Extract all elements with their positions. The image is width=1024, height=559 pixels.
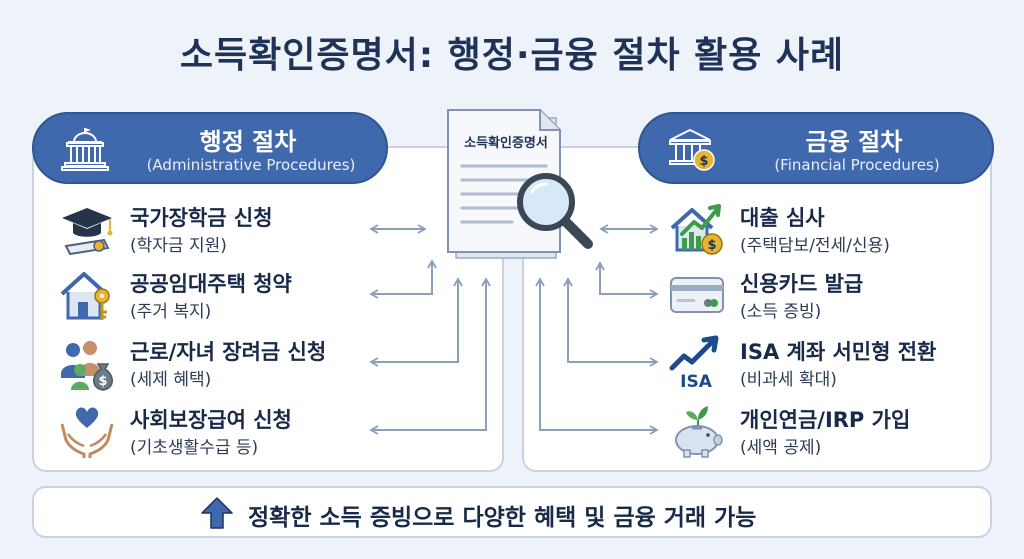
- finance-item-sub: (소득 증빙): [740, 302, 822, 322]
- svg-text:$: $: [699, 154, 708, 169]
- admin-item-sub: (기초생활수급 등): [130, 438, 259, 458]
- connector-admin-2: [369, 259, 437, 299]
- admin-item-title: 공공임대주택 청약: [130, 272, 292, 296]
- up-arrow-icon: [201, 497, 233, 529]
- admin-item-title: 국가장학금 신청: [130, 206, 273, 230]
- connector-admin-4: [369, 277, 491, 435]
- house-key-icon: [60, 272, 110, 320]
- admin-item-sub: (세제 혜택): [130, 370, 212, 390]
- connector-fin-4: [535, 277, 659, 435]
- footer-banner: 정확한 소득 증빙으로 다양한 혜택 및 금융 거래 가능: [32, 486, 992, 538]
- finance-item-sub: (세액 공제): [740, 438, 822, 458]
- admin-item-title: 사회보장급여 신청: [130, 408, 292, 432]
- connector-fin-3: [563, 277, 659, 367]
- finance-item-title: 개인연금/IRP 가입: [740, 408, 911, 432]
- admin-item-sub: (학자금 지원): [130, 236, 227, 256]
- finance-title: 금융 절차: [805, 128, 903, 156]
- finance-item-sub: (주택담보/전세/신용): [740, 236, 890, 256]
- connector-admin-3: [369, 277, 463, 367]
- house-growth-icon: $: [670, 204, 723, 255]
- admin-item-title: 근로/자녀 장려금 신청: [130, 340, 327, 364]
- finance-subtitle: (Financial Procedures): [774, 156, 940, 174]
- admin-subtitle: (Administrative Procedures): [146, 156, 356, 174]
- credit-card-icon: [670, 277, 724, 313]
- bank-icon: $: [669, 128, 715, 171]
- family-money-icon: $: [61, 341, 113, 391]
- svg-text:$: $: [707, 238, 716, 253]
- document-magnifier-icon: [447, 109, 593, 259]
- admin-item-sub: (주거 복지): [130, 302, 212, 322]
- page-title: 소득확인증명서: 행정·금융 절차 활용 사례: [179, 35, 845, 76]
- admin-header: 행정 절차 (Administrative Procedures): [32, 112, 388, 184]
- government-building-icon: [61, 128, 109, 171]
- hands-heart-icon: [60, 407, 114, 458]
- piggy-bank-icon: [675, 406, 723, 458]
- finance-item-title: 대출 심사: [740, 206, 825, 230]
- svg-text:$: $: [98, 374, 107, 389]
- isa-icon-text: ISA: [680, 372, 713, 392]
- admin-title: 행정 절차: [199, 128, 297, 156]
- footer-text: 정확한 소득 증빙으로 다양한 혜택 및 금융 거래 가능: [248, 505, 757, 531]
- isa-trend-icon: ISA: [669, 335, 719, 392]
- document-label: 소득확인증명서: [464, 136, 548, 151]
- finance-header: $ 금융 절차 (Financial Procedures): [638, 112, 994, 184]
- finance-item-sub: (비과세 확대): [740, 370, 837, 390]
- finance-item-title: 신용카드 발급: [740, 272, 864, 296]
- graduation-cap-icon: [62, 208, 113, 256]
- connector-fin-2: [595, 261, 659, 299]
- finance-item-title: ISA 계좌 서민형 전환: [740, 340, 937, 364]
